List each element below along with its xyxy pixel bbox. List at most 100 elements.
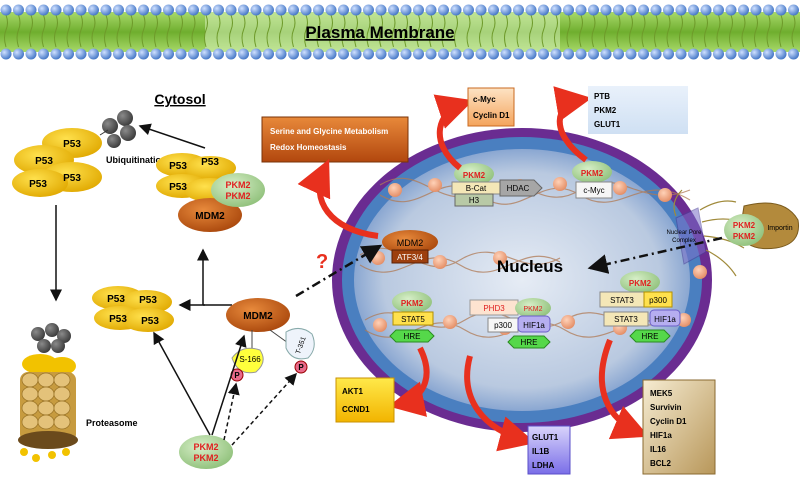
lipid-head [688, 4, 699, 16]
lipid-head [725, 48, 737, 60]
lipid-head [663, 4, 674, 16]
svg-text:P53: P53 [169, 182, 187, 193]
lipid-head [313, 48, 324, 60]
lipid-head [500, 48, 512, 60]
nucleosome-bead [553, 177, 567, 191]
svg-text:Importin: Importin [767, 225, 792, 232]
svg-text:PTB: PTB [594, 92, 610, 101]
lipid-head [250, 48, 262, 60]
lipid-head [350, 48, 362, 60]
lipid-head [138, 48, 149, 60]
svg-text:P53: P53 [139, 295, 157, 306]
svg-text:PKM2: PKM2 [594, 106, 617, 115]
lipid-head [775, 4, 787, 16]
lipid-head [238, 4, 249, 16]
svg-text:IL16: IL16 [650, 445, 667, 454]
lipid-head [763, 4, 774, 16]
svg-text:CCND1: CCND1 [342, 405, 370, 414]
svg-text:AKT1: AKT1 [342, 387, 363, 396]
lipid-head [13, 48, 24, 60]
nucleosome-bead [428, 178, 442, 192]
svg-text:PKM2: PKM2 [733, 221, 756, 230]
lipid-head [188, 48, 199, 60]
svg-text:PKM2: PKM2 [225, 191, 250, 201]
pkm2-cmyc-complex: PKM2 c-Myc [572, 161, 613, 199]
lipid-head [325, 48, 337, 60]
lipid-head [788, 48, 799, 60]
svg-text:HRE: HRE [404, 332, 421, 341]
p53-mdm2-pkm2-complex: P53 P53 P53 MDM2 PKM2 PKM2 [156, 153, 265, 232]
lipid-head [63, 4, 74, 16]
lipid-head [38, 4, 49, 16]
lipid-head [163, 48, 174, 60]
lipid-head [63, 48, 74, 60]
lipid-head [288, 4, 299, 16]
lipid-head [375, 48, 387, 60]
nuclear-pore-complex: Nuclear Pore Complex [666, 189, 745, 277]
svg-text:c-Myc: c-Myc [473, 95, 496, 104]
lipid-head [600, 48, 612, 60]
svg-text:P53: P53 [63, 173, 81, 184]
glut-targets-box: GLUT1 IL1B LDHA [527, 425, 571, 475]
svg-text:PKM2: PKM2 [193, 442, 218, 452]
mdm2-atf-complex: MDM2 ATF3/4 [382, 230, 438, 264]
lipid-head [713, 48, 724, 60]
lipid-head [225, 48, 237, 60]
lipid-head [125, 48, 137, 60]
lipid-head [675, 48, 687, 60]
lipid-head [138, 4, 149, 16]
lipid-head [563, 48, 574, 60]
svg-text:H3: H3 [469, 196, 480, 205]
svg-text:PKM2: PKM2 [581, 169, 604, 178]
lipid-head [625, 48, 637, 60]
p53-ubiquitinated-cluster: P53 P53 P53 P53 [12, 110, 136, 197]
svg-text:HIF1a: HIF1a [523, 321, 545, 330]
lipid-head [50, 48, 62, 60]
pkm2-stat5-hre-complex: PKM2 STAT5 HRE [389, 291, 435, 343]
lipid-head [750, 4, 762, 16]
svg-text:GLUT1: GLUT1 [594, 120, 621, 129]
lipid-head [238, 48, 249, 60]
phd3-p300-hif1a-complex: PHD3 PKM2 p300 HIF1a HRE [469, 298, 551, 349]
pkm2-dimer [211, 173, 265, 207]
lipid-head [413, 4, 424, 16]
lipid-head [463, 4, 474, 16]
svg-text:P53: P53 [29, 179, 47, 190]
svg-text:Cyclin D1: Cyclin D1 [473, 111, 510, 120]
svg-text:STAT3: STAT3 [614, 315, 638, 324]
lipid-head [475, 4, 487, 16]
lipid-head [575, 4, 587, 16]
svg-text:P: P [234, 371, 240, 380]
lipid-head [450, 4, 462, 16]
lipid-head [100, 48, 112, 60]
svg-text:BCL2: BCL2 [650, 459, 671, 468]
lipid-head [513, 4, 524, 16]
nucleosome-bead [613, 181, 627, 195]
lipid-head [188, 4, 199, 16]
pkm2-bcat-hdac-complex: PKM2 B-Cat H3 HDAC [451, 163, 543, 207]
lipid-head [38, 48, 49, 60]
svg-text:P53: P53 [35, 156, 53, 167]
svg-text:P53: P53 [107, 294, 125, 305]
lipid-head [463, 48, 474, 60]
svg-text:MDM2: MDM2 [397, 238, 424, 248]
lipid-head [588, 48, 599, 60]
svg-text:P53: P53 [201, 157, 219, 168]
nucleosome-bead [388, 183, 402, 197]
lipid-head [663, 48, 674, 60]
nucleosome-bead [561, 315, 575, 329]
svg-text:MDM2: MDM2 [243, 311, 273, 322]
svg-text:p300: p300 [494, 321, 512, 330]
svg-text:B-Cat: B-Cat [466, 184, 487, 193]
lipid-head [500, 4, 512, 16]
nucleosome-bead [493, 251, 507, 265]
svg-text:STAT3: STAT3 [610, 296, 634, 305]
pkm2-dimer-bottom: PKM2 PKM2 [179, 435, 233, 469]
nucleus [332, 128, 712, 432]
lipid-head [738, 4, 749, 16]
svg-text:c-Myc: c-Myc [583, 186, 604, 195]
lipid-head [338, 48, 349, 60]
mek-targets-box: MEK5 Survivin Cyclin D1 HIF1a IL16 BCL2 [642, 379, 716, 475]
svg-text:PKM2: PKM2 [225, 180, 250, 190]
nucleosome-bead [658, 188, 672, 202]
